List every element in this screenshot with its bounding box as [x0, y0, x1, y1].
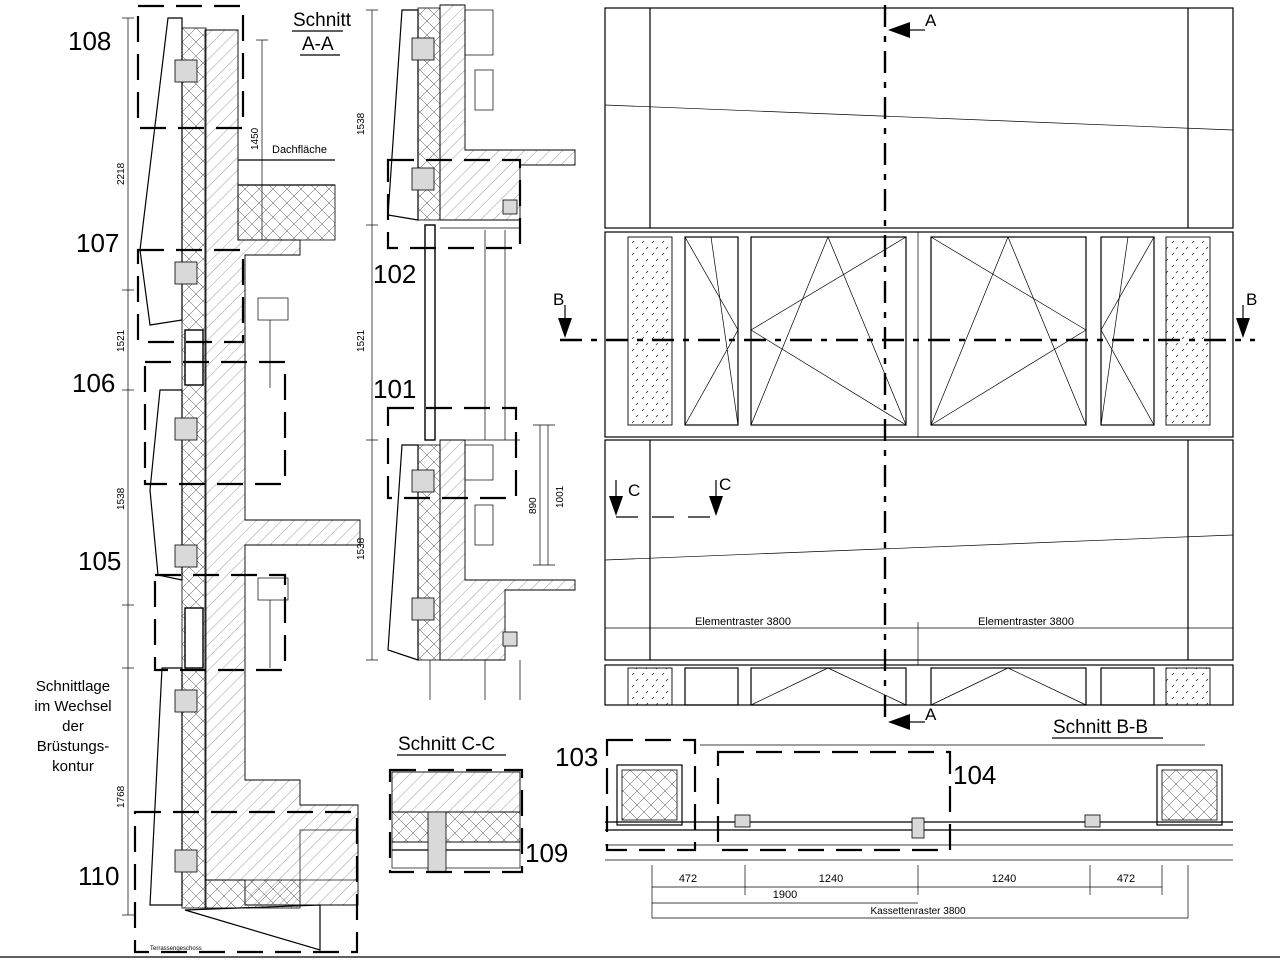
detail-number-104: 104: [953, 760, 996, 790]
note-line2: im Wechsel: [34, 698, 111, 715]
bracket: [174, 417, 198, 441]
window-frame: [184, 607, 204, 669]
cassette-grid-label: Kassettenraster 3800: [870, 906, 965, 917]
concrete-wall: [204, 29, 361, 906]
insulation-layer: [181, 27, 207, 909]
bracket: [174, 261, 198, 285]
facade-elevation: [558, 5, 1255, 730]
callout-box-107: [136, 248, 245, 344]
section-marker-a-top: A: [925, 11, 937, 30]
terrace-insulation: [204, 879, 301, 909]
dimension-472-left: 472: [679, 873, 697, 885]
dimension-1538-top: 1538: [356, 112, 367, 135]
callout-box-105: [153, 573, 287, 672]
callout-box-104: [716, 750, 952, 852]
column-right: [1161, 769, 1218, 821]
opaque-panel: [1165, 236, 1211, 426]
section-marker-b-left: B: [553, 290, 564, 309]
section-aa-title-line1: Schnitt: [293, 10, 352, 31]
detail-number-110: 110: [78, 861, 119, 891]
callout-box-106: [143, 360, 287, 486]
note-line4: Brüstungs-: [37, 738, 110, 755]
section-aa-title-line2: A-A: [302, 34, 334, 55]
window-glass: [424, 224, 436, 441]
detail-number-105: 105: [78, 546, 121, 576]
dimension-1768: 1768: [116, 785, 127, 808]
callout-box-103: [605, 738, 697, 852]
section-marker-c-left: C: [628, 481, 640, 500]
terrace-label: Terrassengeschoss: [150, 946, 202, 952]
detail-number-108: 108: [68, 26, 111, 56]
dimension-1900: 1900: [773, 889, 797, 901]
dimension-1240-left: 1240: [819, 873, 843, 885]
dimension-1538-bottom: 1538: [356, 537, 367, 560]
opaque-panel: [627, 236, 673, 426]
dimension-472-right: 472: [1117, 873, 1135, 885]
element-grid-right-label: Elementraster 3800: [978, 616, 1074, 628]
detail-number-109: 109: [525, 838, 568, 868]
section-bb-title: Schnitt B-B: [1053, 717, 1148, 738]
callout-box-101: [386, 406, 518, 500]
note-line3: der: [62, 718, 84, 735]
element-grid-left-label: Elementraster 3800: [695, 616, 791, 628]
detail-number-103: 103: [555, 742, 598, 772]
dimension-890: 890: [528, 497, 539, 514]
callout-box-110: [133, 810, 359, 954]
detail-number-107: 107: [76, 228, 119, 258]
detail-number-102: 102: [373, 259, 416, 289]
section-cc: [388, 768, 524, 874]
dimension-1240-right: 1240: [992, 873, 1016, 885]
cassette-110: [149, 667, 183, 906]
dimension-1521: 1521: [116, 329, 127, 352]
section-cc-title: Schnitt C-C: [398, 734, 495, 755]
note-line1: Schnittlage: [36, 678, 110, 695]
section-aa-left: [0, 4, 1280, 958]
callout-box-108: [136, 4, 245, 130]
detail-number-106: 106: [72, 368, 115, 398]
dimension-1521-mid: 1521: [356, 329, 367, 352]
middle-concrete: [439, 4, 576, 221]
note-line5: kontur: [52, 758, 94, 775]
column-left: [621, 769, 678, 821]
bracket: [174, 849, 198, 873]
section-aa-middle: [366, 4, 576, 700]
section-marker-b-right: B: [1246, 290, 1257, 309]
bracket: [174, 544, 198, 568]
dimension-1001: 1001: [555, 485, 566, 508]
dimension-1450: 1450: [250, 127, 261, 150]
dimension-1538: 1538: [116, 487, 127, 510]
section-marker-a-bottom: A: [925, 705, 937, 724]
bracket: [174, 689, 198, 713]
cassette-108: [139, 17, 183, 326]
section-marker-c-right: C: [719, 475, 731, 494]
callout-box-102: [386, 158, 522, 250]
section-bb: [605, 738, 1233, 919]
bracket: [174, 59, 198, 83]
dimension-2218: 2218: [116, 162, 127, 185]
detail-number-101: 101: [373, 374, 416, 404]
roof-label: Dachfläche: [272, 144, 327, 156]
window-frame: [184, 329, 204, 386]
roof-insulation: [237, 184, 336, 241]
